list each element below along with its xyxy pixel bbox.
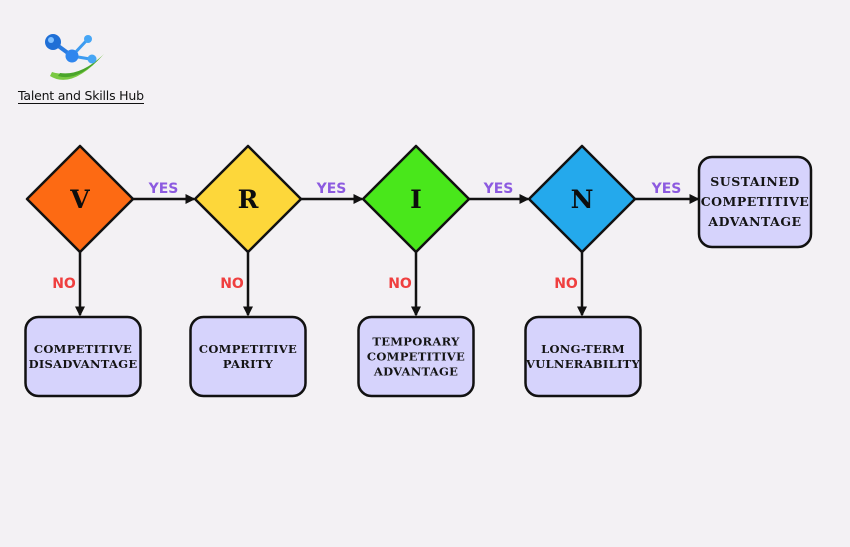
diamond-n bbox=[527, 144, 637, 254]
diamond-v bbox=[25, 144, 135, 254]
yes-label-n: YES bbox=[651, 181, 682, 197]
yes-label-r: YES bbox=[316, 181, 347, 197]
diamond-letter-n: N bbox=[571, 185, 594, 214]
diamond-letter-v: V bbox=[69, 185, 90, 214]
outcome-box-i bbox=[357, 315, 475, 398]
logo: Talent and Skills Hub bbox=[14, 32, 144, 112]
diamond-letter-i: I bbox=[410, 185, 422, 214]
outcome-text-n: VULNERABILITY bbox=[525, 357, 641, 371]
no-label-v: NO bbox=[52, 276, 76, 292]
outcome-text-n: LONG-TERM bbox=[541, 342, 625, 356]
outcome-box-v bbox=[24, 315, 142, 398]
diamond-letter-r: R bbox=[238, 185, 259, 214]
outcome-text-i: COMPETITIVE bbox=[367, 350, 465, 364]
diamond-r bbox=[193, 144, 303, 254]
outcome-text-i: ADVANTAGE bbox=[373, 365, 458, 379]
outcome-box-r bbox=[189, 315, 307, 398]
no-label-n: NO bbox=[554, 276, 578, 292]
diamond-i bbox=[361, 144, 471, 254]
logo-mark-icon bbox=[45, 34, 104, 80]
outcome-text-i: TEMPORARY bbox=[372, 335, 460, 349]
brand-name: Talent and Skills Hub bbox=[18, 88, 144, 104]
outcome-box-n bbox=[524, 315, 642, 398]
final-outcome-text: COMPETITIVE bbox=[701, 194, 810, 209]
no-label-i: NO bbox=[388, 276, 412, 292]
outcome-text-r: COMPETITIVE bbox=[199, 342, 297, 356]
no-label-r: NO bbox=[220, 276, 244, 292]
outcome-text-r: PARITY bbox=[223, 357, 274, 371]
yes-label-v: YES bbox=[148, 181, 179, 197]
final-outcome-text: ADVANTAGE bbox=[707, 214, 801, 229]
outcome-text-v: DISADVANTAGE bbox=[29, 357, 138, 371]
final-outcome-box bbox=[697, 155, 813, 249]
outcome-text-v: COMPETITIVE bbox=[34, 342, 132, 356]
yes-label-i: YES bbox=[483, 181, 514, 197]
final-outcome-text: SUSTAINED bbox=[710, 174, 799, 189]
